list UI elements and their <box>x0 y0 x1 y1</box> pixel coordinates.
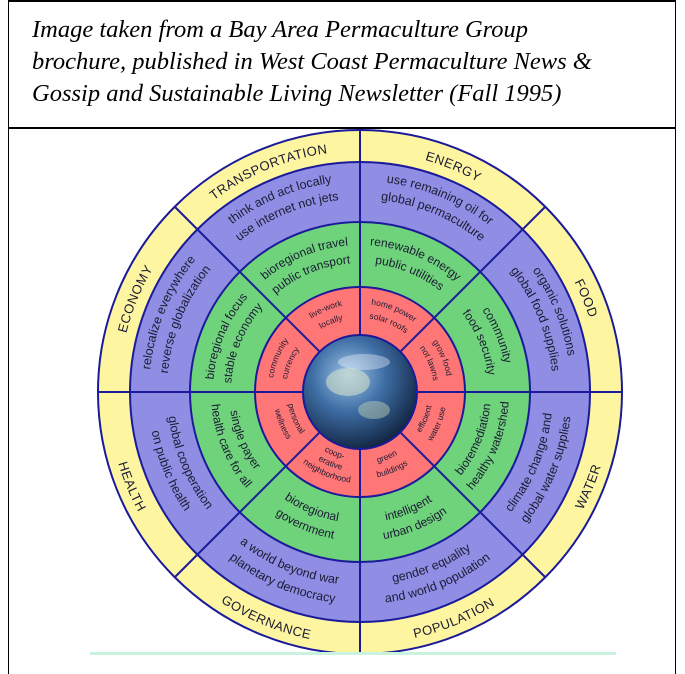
wheel-spoke <box>399 206 546 353</box>
caption-divider <box>8 127 676 129</box>
earth-landmass <box>326 368 370 396</box>
earth-clouds <box>338 354 390 370</box>
frame-top-border <box>8 0 676 2</box>
wheel-spoke <box>399 431 546 578</box>
bottom-decorative-line <box>90 652 616 655</box>
wheel-spoke <box>174 206 321 353</box>
caption-line-3: Gossip and Sustainable Living Newsletter… <box>32 80 562 107</box>
earth-landmass <box>358 401 390 419</box>
wheel-spoke <box>174 431 321 578</box>
caption-line-1: Image taken from a Bay Area Permaculture… <box>32 16 529 43</box>
image-frame <box>8 0 676 674</box>
caption-line-2: brochure, published in West Coast Permac… <box>32 48 592 75</box>
caption: Image taken from a Bay Area Permaculture… <box>32 14 662 110</box>
